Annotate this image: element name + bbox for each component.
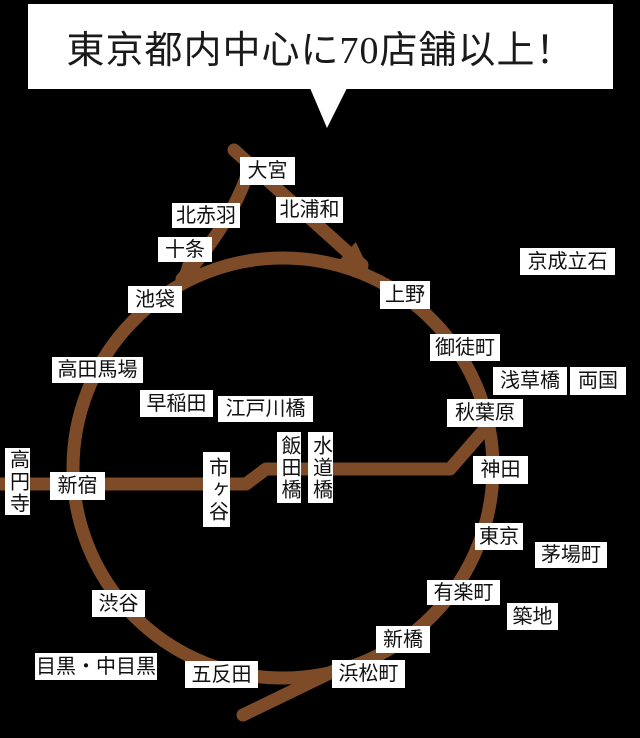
southwest-branch-line <box>236 662 345 722</box>
speech-bubble-tail <box>310 88 347 128</box>
station-label: 御徒町 <box>430 334 500 361</box>
station-label: 水道橋 <box>308 432 333 503</box>
station-label: 市ヶ谷 <box>203 452 230 527</box>
station-label: 高円寺 <box>5 448 30 515</box>
station-label: 十条 <box>158 237 212 262</box>
station-label: 新宿 <box>50 472 105 500</box>
station-label: 飯田橋 <box>277 432 301 503</box>
station-label: 早稲田 <box>140 390 213 417</box>
station-label: 大宮 <box>240 157 295 185</box>
station-label: 茅場町 <box>535 542 607 568</box>
speech-bubble: 東京都内中心に70店舗以上！ <box>28 4 613 89</box>
chuo-sobu-line <box>0 423 491 491</box>
station-label: 築地 <box>507 603 558 630</box>
station-label: 北赤羽 <box>172 203 240 228</box>
station-label: 渋谷 <box>92 590 145 617</box>
station-label: 目黒・中目黒 <box>35 653 157 680</box>
station-label: 江戸川橋 <box>218 396 313 422</box>
station-label: 上野 <box>380 281 430 309</box>
station-label: 新橋 <box>376 626 430 653</box>
station-label: 両国 <box>570 367 626 395</box>
station-label: 有楽町 <box>427 580 500 605</box>
station-label: 池袋 <box>128 286 182 313</box>
station-label: 京成立石 <box>520 248 615 275</box>
station-label: 東京 <box>475 523 523 550</box>
station-label: 五反田 <box>185 661 258 688</box>
station-label: 神田 <box>473 456 528 484</box>
station-label: 北浦和 <box>276 197 343 223</box>
station-label: 秋葉原 <box>447 399 523 427</box>
station-label: 浅草橋 <box>493 367 567 395</box>
station-label: 浜松町 <box>332 660 405 688</box>
speech-bubble-text: 東京都内中心に70店舗以上！ <box>66 30 575 72</box>
station-label: 高田馬場 <box>52 357 143 383</box>
